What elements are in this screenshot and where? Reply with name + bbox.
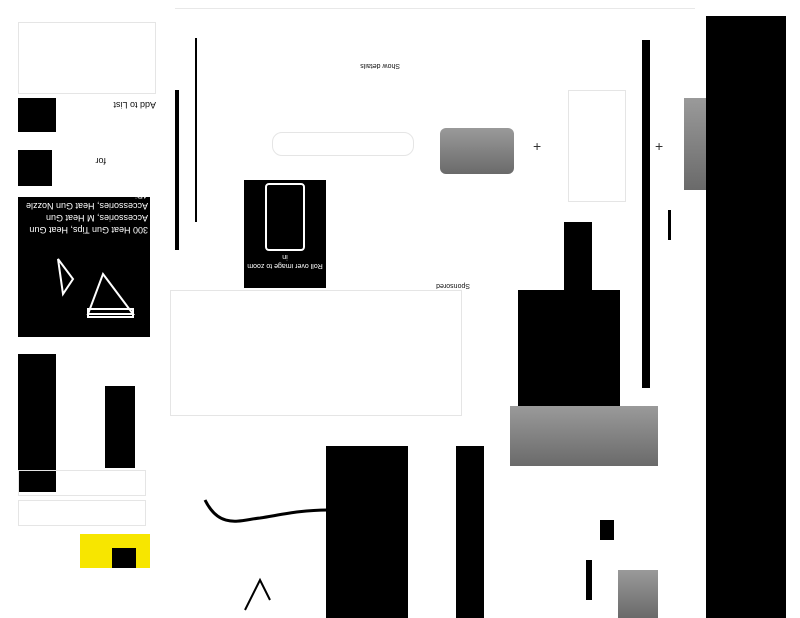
zoom-frame bbox=[265, 183, 305, 251]
bundle-plus-2: + bbox=[655, 138, 664, 154]
center-divider bbox=[642, 40, 650, 388]
left-ink-stripe-a bbox=[18, 354, 56, 492]
left-card-top bbox=[18, 22, 156, 94]
details-bar bbox=[272, 132, 414, 156]
show-details-link[interactable]: Show details bbox=[360, 62, 400, 69]
right-thin-divider bbox=[668, 210, 671, 240]
bottom-mid-ink-2 bbox=[586, 560, 592, 600]
hero-image-panel[interactable] bbox=[518, 290, 620, 418]
left-divider-2 bbox=[195, 38, 197, 222]
sponsored-card[interactable] bbox=[170, 290, 462, 416]
left-ink-block-2 bbox=[18, 150, 52, 186]
roll-over-zoom-text: Roll over image to zoom in bbox=[247, 253, 323, 269]
sponsored-label: Sponsored bbox=[436, 282, 470, 289]
product-card[interactable]: 300 Heat Gun Tips, Heat Gun Accessories,… bbox=[18, 190, 150, 337]
bottom-right-text-panel bbox=[456, 446, 484, 618]
product-title-line-3: Accessories, Heat Gun Nozzle 4Pi... bbox=[25, 190, 148, 211]
product-title-line-1: 300 Heat Gun Tips, Heat Gun bbox=[29, 225, 148, 235]
top-rule bbox=[175, 8, 695, 9]
cord-drawing bbox=[203, 499, 329, 611]
bundle-item-2-image[interactable] bbox=[568, 90, 626, 202]
for-label: for bbox=[95, 156, 106, 166]
case-photo[interactable] bbox=[510, 406, 658, 466]
left-input-1[interactable] bbox=[18, 470, 146, 496]
heat-gun-tip-icon bbox=[57, 258, 135, 318]
bundle-item-3-image[interactable] bbox=[684, 98, 708, 190]
bottom-left-text-panel bbox=[326, 446, 408, 618]
zoom-preview-panel[interactable]: Roll over image to zoom in bbox=[244, 180, 326, 288]
left-input-2[interactable] bbox=[18, 500, 146, 526]
left-ink-stripe-b bbox=[105, 386, 135, 468]
product-title-line-2: Accessories, M Heat Gun bbox=[45, 213, 148, 223]
yellow-button-glyph bbox=[112, 548, 136, 568]
add-to-list-link[interactable]: Add to List bbox=[113, 100, 156, 110]
bundle-item-1-image[interactable] bbox=[440, 128, 514, 174]
right-column bbox=[706, 16, 786, 618]
left-ink-block-1 bbox=[18, 98, 56, 132]
left-divider bbox=[175, 90, 179, 250]
bundle-plus-1: + bbox=[533, 138, 542, 154]
bottom-right-photo bbox=[618, 570, 658, 618]
center-ink-1 bbox=[564, 222, 592, 292]
bottom-mid-ink-1 bbox=[600, 520, 614, 540]
